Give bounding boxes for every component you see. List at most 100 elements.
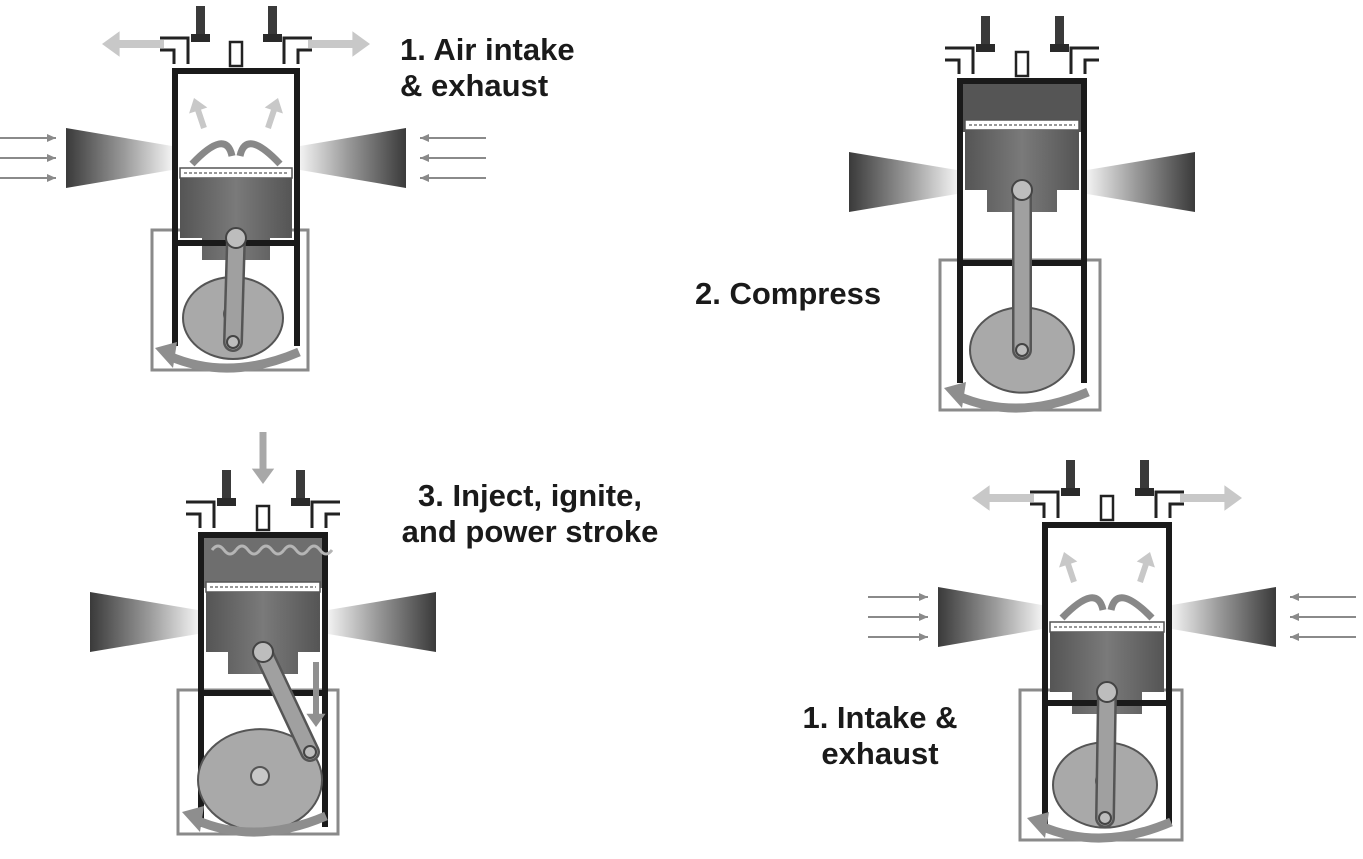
wrist-pin <box>225 227 247 249</box>
rotation-arrow <box>194 811 328 837</box>
stage-4-label: 1. Intake & exhaust <box>770 700 990 772</box>
fuel-injector <box>255 504 271 532</box>
wrist-pin <box>252 641 274 663</box>
exhaust-pipe-left <box>1030 502 1046 518</box>
exhaust-pipe-left-2 <box>186 500 216 528</box>
cylinder-head <box>1042 522 1172 528</box>
stage-2-label-line-1: 2. Compress <box>695 276 882 311</box>
intake-flow-right-1-head <box>1290 613 1299 621</box>
exhaust-arrow-left <box>102 31 164 57</box>
exhaust-pipe-left <box>186 512 202 528</box>
cylinder-wall-right <box>1166 522 1172 824</box>
exhaust-arrow-left <box>972 485 1034 511</box>
rotation-arrow <box>956 387 1090 413</box>
piston-body <box>1050 632 1164 714</box>
cylinder-head <box>198 532 328 538</box>
valve-right-stem <box>1140 460 1149 490</box>
rod-end <box>1098 811 1112 825</box>
fuel-injector <box>1014 50 1030 78</box>
valve-left-head <box>976 44 995 52</box>
cylinder-wall-left <box>957 78 963 383</box>
piston-body <box>965 130 1079 212</box>
swirl-left <box>189 140 236 167</box>
intake-flow-left-0-head <box>47 134 56 142</box>
right-intake-cone <box>1172 587 1276 647</box>
valve-right-stem <box>1055 16 1064 46</box>
valve-left-head <box>217 498 236 506</box>
exhaust-pipe-right-2 <box>310 500 340 528</box>
up-arrow-left <box>1059 552 1078 583</box>
stage-3-label-line-1: 3. Inject, ignite, <box>418 478 642 513</box>
left-intake-cone <box>66 128 172 188</box>
left-intake-cone <box>90 592 198 652</box>
fuel-injector <box>228 40 244 68</box>
wrist-pin <box>1011 179 1033 201</box>
valve-left-head <box>1061 488 1080 496</box>
valve-left-stem <box>1066 460 1075 490</box>
rotation-arrow-head <box>182 806 204 832</box>
valve-left-stem <box>222 470 231 500</box>
explosion-wisp <box>210 544 238 556</box>
intake-flow-left-1-head <box>919 613 928 621</box>
rod-end <box>226 335 240 349</box>
cylinder-wall-right <box>1081 78 1087 383</box>
exhaust-pipe-right <box>296 48 312 64</box>
intake-flow-left-2-head <box>47 174 56 182</box>
exhaust-pipe-left <box>160 48 176 64</box>
swirl-right <box>1107 594 1155 621</box>
intake-flow-left-1-head <box>47 154 56 162</box>
intake-flow-right-0-head <box>1290 593 1299 601</box>
intake-flow-right-1-head <box>420 154 429 162</box>
exhaust-pipe-right <box>324 512 340 528</box>
stage-1-label-line-2: & exhaust <box>400 68 549 103</box>
cylinder-wall-right <box>294 68 300 346</box>
exhaust-pipe-right-2 <box>1069 46 1099 74</box>
up-arrow-left <box>189 98 208 129</box>
exhaust-pipe-left-2 <box>945 46 975 74</box>
engine-3 <box>90 432 436 837</box>
valve-right-stem <box>296 470 305 500</box>
rotation-arrow-head <box>944 382 966 408</box>
left-intake-cone <box>938 587 1042 647</box>
left-intake-cone <box>849 152 957 212</box>
rotation-arrow-head <box>1027 812 1049 838</box>
up-arrow-right <box>264 98 283 129</box>
stage-1-label-line-1: 1. Air intake <box>400 32 575 67</box>
explosion-wisp <box>258 544 286 556</box>
cylinder-head <box>957 78 1087 84</box>
power-stroke-arrow <box>306 662 326 727</box>
cylinder-wall-left <box>198 532 204 827</box>
exhaust-pipe-right <box>1083 58 1099 74</box>
intake-flow-left-0-head <box>919 593 928 601</box>
engine-2 <box>849 16 1195 413</box>
valve-right-head <box>1050 44 1069 52</box>
exhaust-pipe-right-2 <box>282 36 312 64</box>
crank-pin <box>250 766 270 786</box>
exhaust-pipe-left <box>945 58 961 74</box>
piston-body <box>180 178 292 260</box>
exhaust-arrow-right <box>1180 485 1242 511</box>
cylinder-wall-left <box>1042 522 1048 824</box>
valve-left-stem <box>981 16 990 46</box>
exhaust-arrow-right <box>308 31 370 57</box>
rod-end <box>303 745 317 759</box>
injection-arrow <box>251 432 275 484</box>
up-arrow-right <box>1136 552 1155 583</box>
stage-1-label: 1. Air intake & exhaust <box>400 32 575 104</box>
connecting-rod <box>1097 684 1115 826</box>
intake-flow-right-2-head <box>1290 633 1299 641</box>
cylinder-wall-left <box>172 68 178 346</box>
exhaust-pipe-left-2 <box>160 36 190 64</box>
valve-left-stem <box>196 6 205 36</box>
rotation-arrow-head <box>155 342 177 368</box>
valve-left-head <box>191 34 210 42</box>
crank-bar <box>198 690 328 696</box>
stage-4-label-line-2: exhaust <box>821 736 939 771</box>
wrist-pin <box>1096 681 1118 703</box>
connecting-rod <box>225 230 244 350</box>
fuel-injector <box>1099 494 1115 522</box>
valve-right-head <box>1135 488 1154 496</box>
intake-flow-left-2-head <box>919 633 928 641</box>
